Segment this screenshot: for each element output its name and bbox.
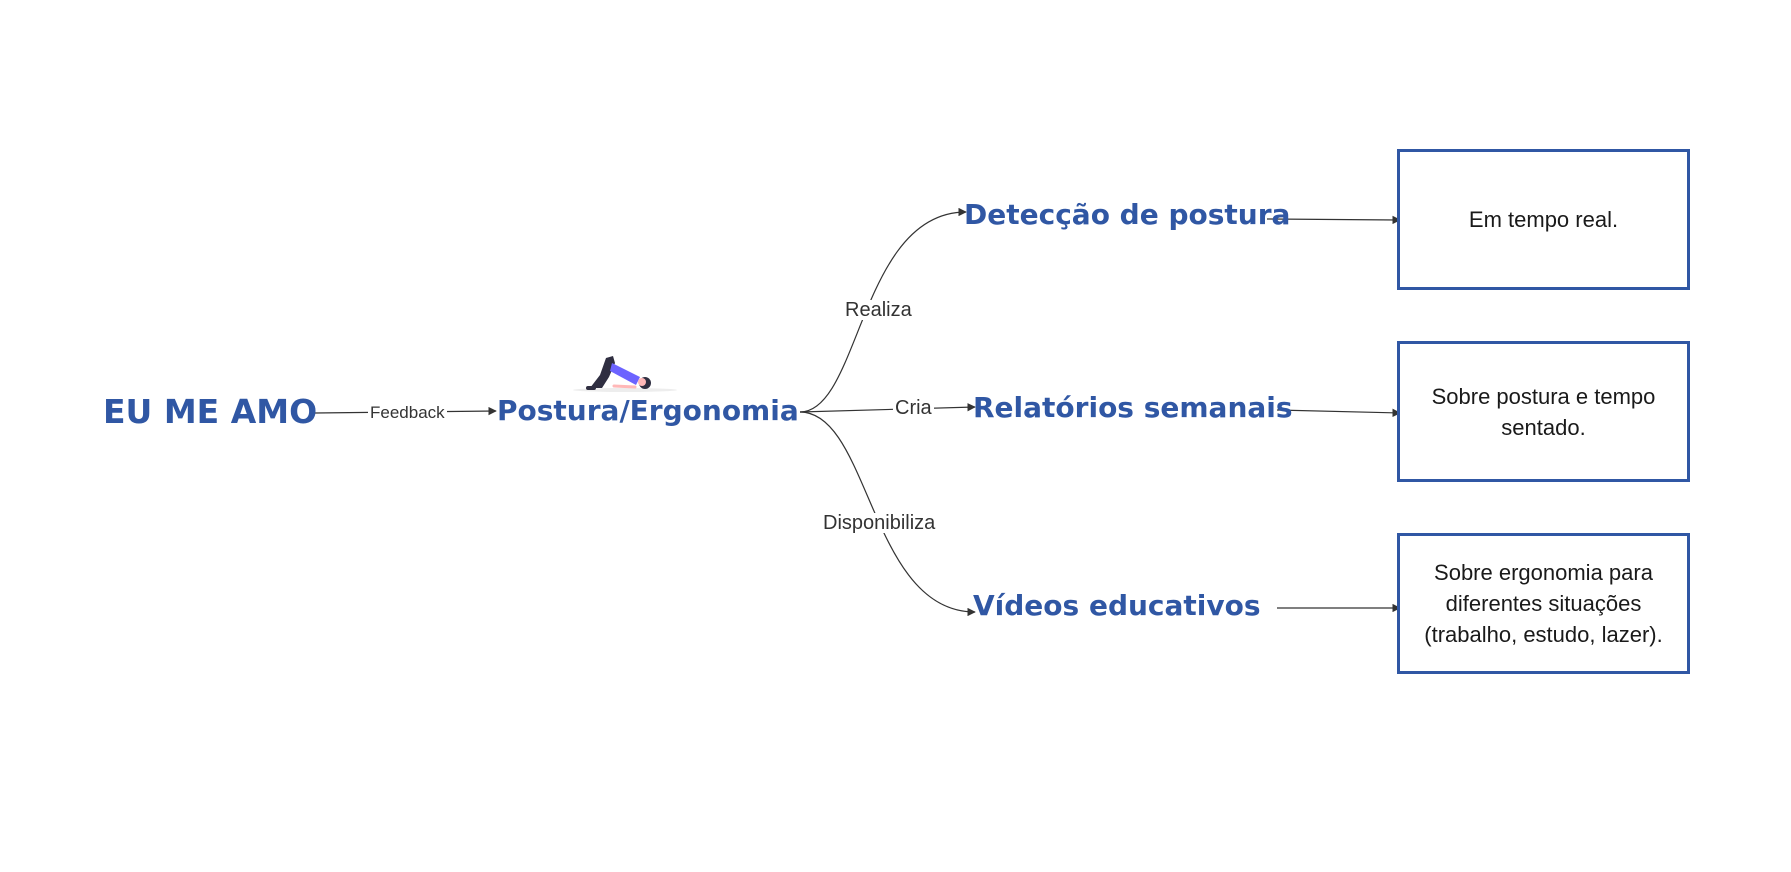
branch-node-deteccao[interactable]: Detecção de postura — [964, 198, 1291, 231]
branch-node-videos[interactable]: Vídeos educativos — [973, 589, 1261, 622]
note-text-relatorios: Sobre postura e tempo sentado. — [1431, 383, 1656, 440]
person-yoga-bridge-icon — [573, 356, 677, 392]
edge-disponibiliza — [799, 411, 976, 617]
note-box-deteccao[interactable]: Em tempo real. — [1397, 149, 1690, 290]
edge-label-realiza: Realiza — [843, 299, 914, 321]
note-box-relatorios[interactable]: Sobre postura e tempo sentado. — [1397, 341, 1690, 482]
edge-note-1 — [1266, 215, 1401, 225]
note-box-videos[interactable]: Sobre ergonomia para diferentes situaçõe… — [1397, 533, 1690, 674]
branch-node-relatorios[interactable]: Relatórios semanais — [973, 391, 1293, 424]
edge-label-feedback: Feedback — [368, 403, 447, 422]
topic-node[interactable]: Postura/Ergonomia — [497, 394, 799, 427]
root-node[interactable]: EU ME AMO — [103, 392, 318, 431]
note-text-deteccao: Em tempo real. — [1468, 207, 1619, 232]
edge-label-disponibiliza: Disponibiliza — [821, 512, 938, 534]
note-text-videos: Sobre ergonomia para diferentes situaçõe… — [1424, 560, 1663, 647]
edge-cria — [799, 403, 976, 413]
edge-note-2 — [1276, 408, 1401, 418]
edge-label-cria: Cria — [893, 397, 934, 419]
